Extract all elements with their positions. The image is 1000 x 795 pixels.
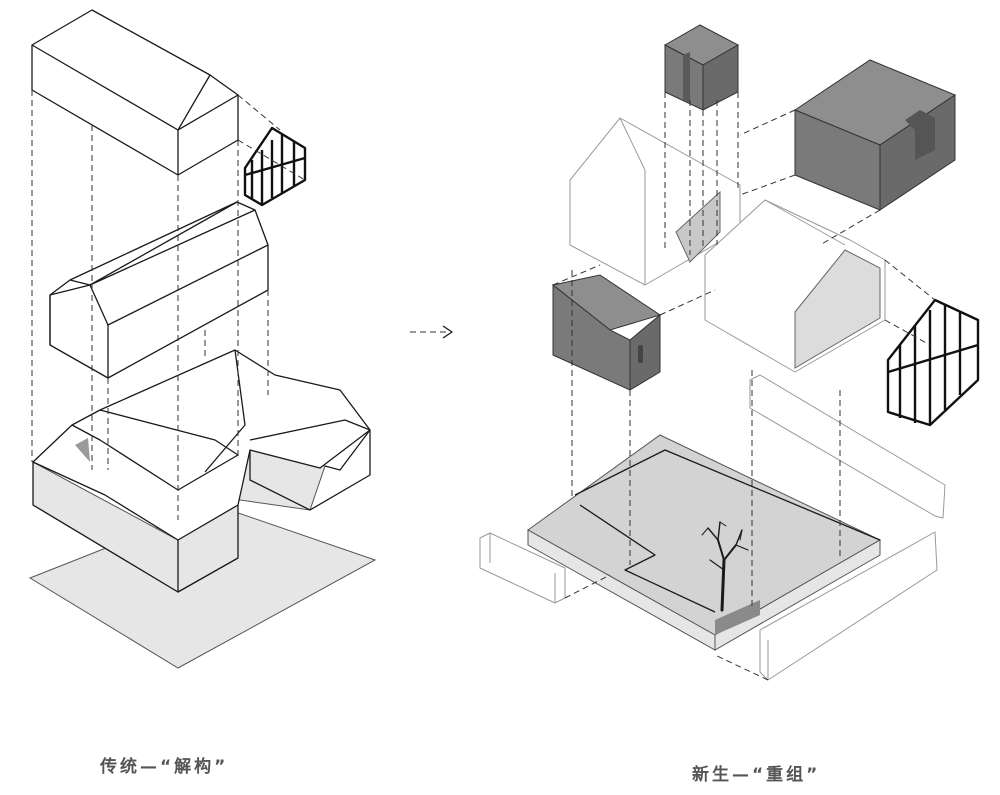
recombination-diagram <box>479 24 980 681</box>
right-projection-lines <box>552 92 936 681</box>
right-front-wall-right <box>759 531 938 681</box>
right-top-dark-tower <box>663 24 740 111</box>
left-roof-gable-shadow <box>75 438 90 462</box>
left-glass-gable <box>243 126 307 207</box>
right-ground-platform <box>527 434 882 651</box>
right-side-wall <box>749 374 946 519</box>
right-large-dark-block <box>793 59 957 211</box>
right-sunken-strip <box>715 600 760 635</box>
tree-icon <box>701 521 749 612</box>
traditional-deconstruction-diagram <box>28 9 377 669</box>
caption-new-recombination: 新生—“重组” <box>692 765 821 785</box>
left-projection-lines <box>31 90 306 520</box>
right-glass-gable <box>886 298 980 427</box>
caption-traditional-deconstruction: 传统—“解构” <box>100 757 229 777</box>
transformation-arrow <box>410 325 453 339</box>
left-middle-gable-house <box>49 201 269 379</box>
right-glass-wedge <box>675 190 721 263</box>
left-courtyard-house <box>32 349 371 593</box>
right-new-gable-house <box>704 199 886 373</box>
left-top-gable-house <box>31 9 239 176</box>
right-middle-dark-block <box>551 274 662 391</box>
